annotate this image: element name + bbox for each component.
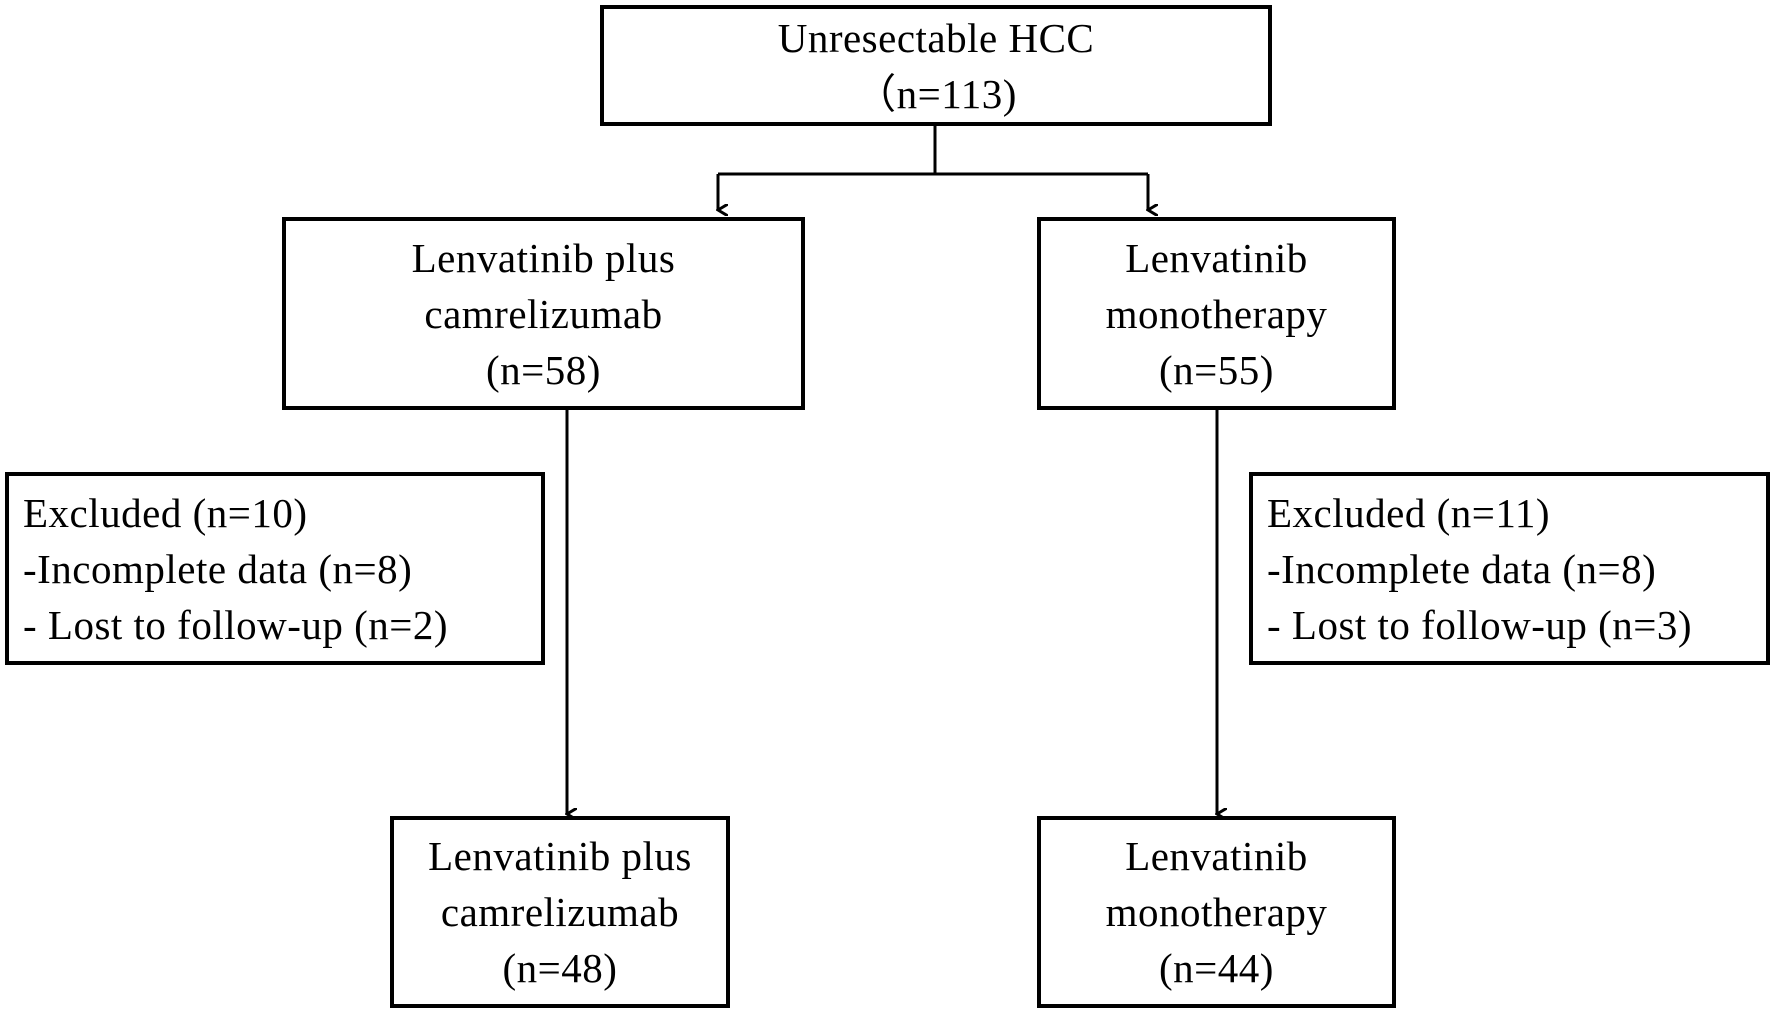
excluded-right-line3: - Lost to follow-up (n=3) xyxy=(1267,601,1693,648)
excluded-left-line1: Excluded (n=10) xyxy=(23,489,308,536)
excluded-left-line2: -Incomplete data (n=8) xyxy=(23,545,413,592)
final-right-count: (n=44) xyxy=(1159,945,1274,991)
excluded-left-box: Excluded (n=10) -Incomplete data (n=8) -… xyxy=(5,472,545,665)
final-right-line2: monotherapy xyxy=(1105,889,1328,935)
arm-right-box: Lenvatinib monotherapy (n=55) xyxy=(1037,217,1396,410)
arm-left-count: (n=58) xyxy=(486,346,601,393)
excluded-right-line2: -Incomplete data (n=8) xyxy=(1267,545,1657,592)
final-left-count: (n=48) xyxy=(502,945,618,991)
arm-right-count: (n=55) xyxy=(1159,346,1274,393)
final-right-line1: Lenvatinib xyxy=(1125,833,1308,879)
final-left-line2: camrelizumab xyxy=(440,889,680,935)
root-box: Unresectable HCC （n=113) xyxy=(600,5,1272,126)
final-right-box: Lenvatinib monotherapy (n=44) xyxy=(1037,816,1396,1008)
arm-left-box: Lenvatinib plus camrelizumab (n=58) xyxy=(282,217,805,410)
excluded-right-line1: Excluded (n=11) xyxy=(1267,489,1550,536)
final-left-box: Lenvatinib plus camrelizumab (n=48) xyxy=(390,816,730,1008)
excluded-left-line3: - Lost to follow-up (n=2) xyxy=(23,601,449,648)
excluded-right-box: Excluded (n=11) -Incomplete data (n=8) -… xyxy=(1249,472,1770,665)
arm-left-line2: camrelizumab xyxy=(424,290,663,337)
final-left-line1: Lenvatinib plus xyxy=(428,833,692,879)
arm-left-line1: Lenvatinib plus xyxy=(411,234,676,281)
arm-right-line1: Lenvatinib xyxy=(1125,234,1308,281)
root-count: （n=113) xyxy=(855,70,1017,117)
root-title: Unresectable HCC xyxy=(777,14,1095,61)
arm-right-line2: monotherapy xyxy=(1105,290,1328,337)
